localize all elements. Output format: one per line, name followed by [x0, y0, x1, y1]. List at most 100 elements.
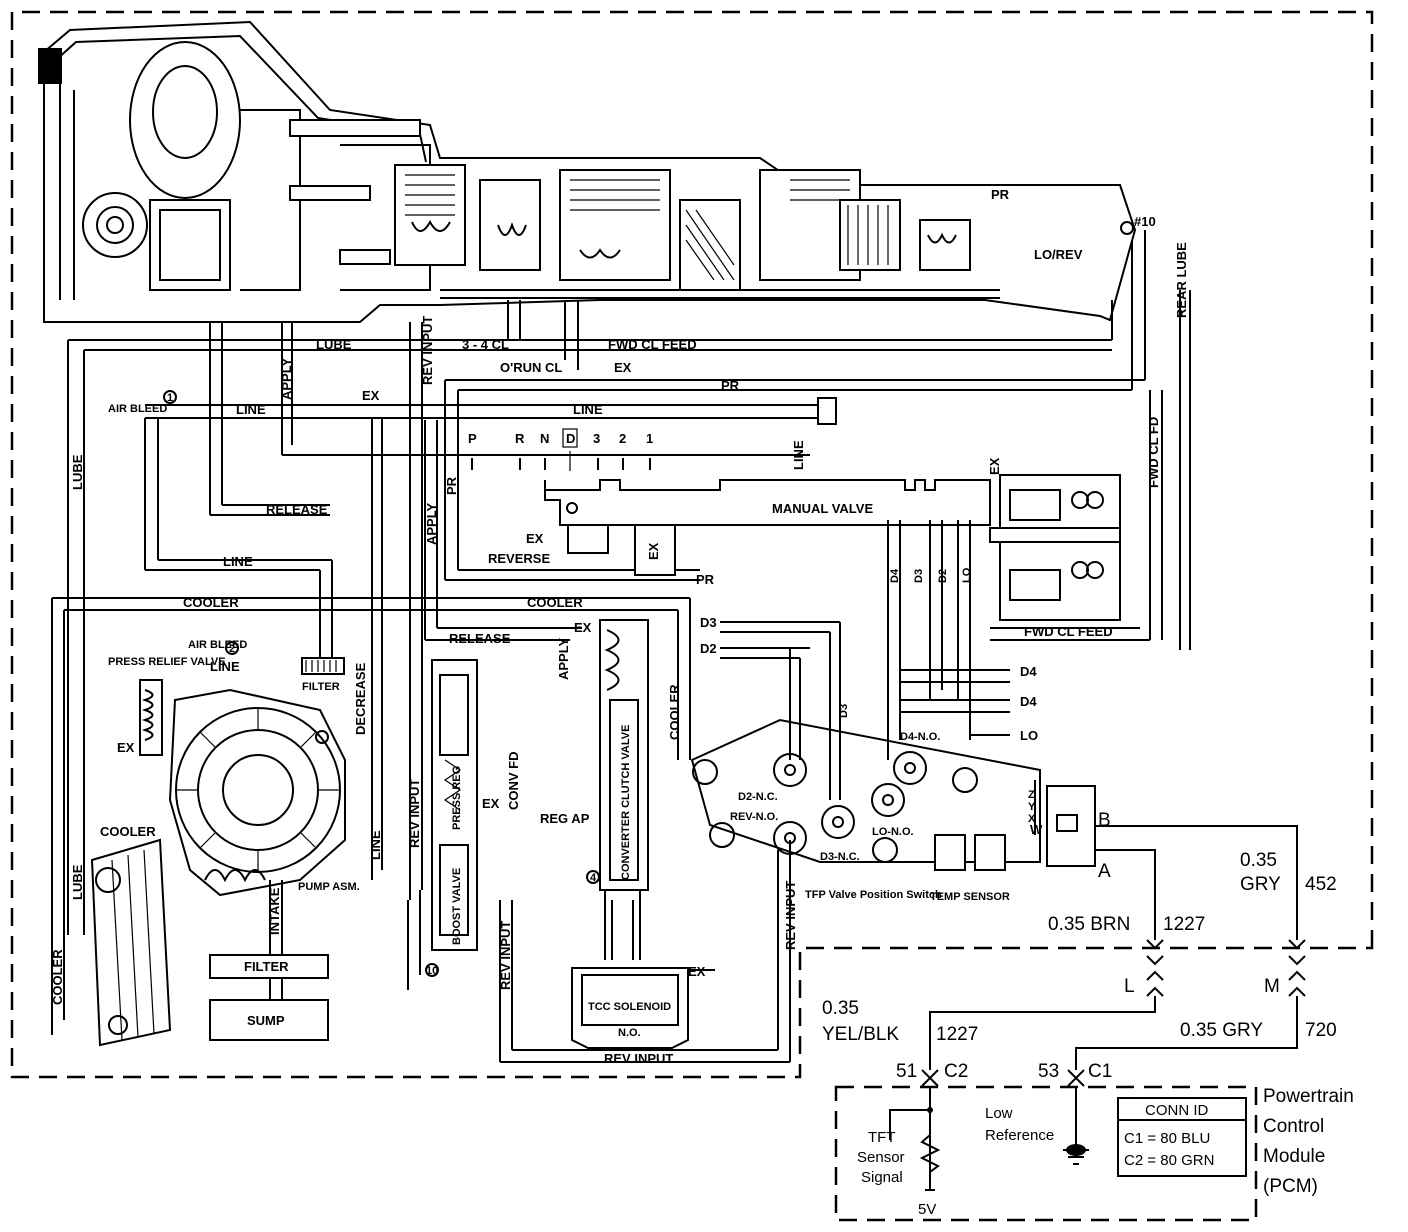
label-switch-y: Y [1028, 801, 1036, 813]
label-line-top: LINE [236, 402, 266, 417]
label-conv-fd: CONV FD [506, 752, 521, 811]
label-ex-pr: EX [362, 388, 380, 403]
label-lube-lower: LUBE [70, 864, 85, 900]
wire-452-gauge: 0.35 [1240, 850, 1277, 871]
connector-l: L [1124, 976, 1135, 997]
label-line-left-vert: LINE [368, 830, 383, 860]
label-d4-no: D4-N.O. [900, 731, 940, 743]
wire-452-color: GRY [1240, 874, 1281, 895]
label-check-10: #10 [1134, 214, 1156, 229]
label-lube-left: LUBE [70, 454, 85, 490]
label-fwd-cl-feed-bottom: FWD CL FEED [1024, 624, 1113, 639]
tft-line-1: TFT [868, 1129, 896, 1146]
label-apply-low: APPLY [556, 638, 571, 680]
label-rev-input-horiz: REV INPUT [604, 1051, 673, 1066]
wire-720-num: 720 [1305, 1020, 1337, 1041]
label-ex-reverse: EX [526, 531, 544, 546]
label-filter-small: FILTER [302, 681, 340, 693]
selected-gear-box [562, 428, 578, 448]
label-air-bleed-2: AIR BLEED [188, 639, 247, 651]
label-side-lo: LO [1020, 728, 1038, 743]
label-cooler-vert: COOLER [667, 684, 682, 740]
conn-id-c1: C1 = 80 BLU [1124, 1130, 1210, 1147]
manual-valve [544, 474, 1121, 621]
label-line-vert: LINE [791, 440, 806, 470]
label-switch-z: Z [1028, 789, 1035, 801]
label-pr-low: PR [696, 572, 715, 587]
label-ex-detent: EX [987, 457, 1002, 475]
tcc-solenoid [571, 890, 715, 1049]
label-sump: SUMP [247, 1013, 285, 1028]
pin-53: 53 [1038, 1061, 1059, 1082]
connector-c2: C2 [944, 1061, 968, 1082]
label-d3-nc: D3-N.C. [820, 851, 860, 863]
label-pr-top: PR [721, 378, 740, 393]
converter-clutch-valve [599, 619, 649, 891]
label-circuit-d4: D4 [889, 568, 901, 583]
label-lube-top: LUBE [316, 337, 352, 352]
check-ball-4: 4 [590, 872, 597, 884]
pcm-internals [889, 1086, 1247, 1191]
label-pr-vert: PR [444, 476, 459, 495]
label-release-lower: RELEASE [449, 631, 511, 646]
label-cooler-left: COOLER [50, 949, 65, 1005]
label-ex-manual: EX [574, 620, 592, 635]
label-rev-input-top: REV INPUT [420, 316, 435, 385]
label-circuit-d2: D2 [937, 569, 949, 583]
filter-element [301, 657, 345, 675]
pcm-title-2: Control [1263, 1116, 1324, 1137]
label-34-cl: 3 - 4 CL [462, 337, 509, 352]
press-reg-valve [431, 659, 478, 951]
label-fwd-cl-feed-top: FWD CL FEED [608, 337, 697, 352]
label-fwd-cl-fd: FWD CL FD [1146, 417, 1161, 488]
label-cooler-right: COOLER [527, 595, 583, 610]
wire-yel-gauge: 0.35 [822, 998, 859, 1019]
tft-line-3: Signal [861, 1169, 903, 1186]
gear-n: N [540, 431, 549, 446]
label-rev-input-right: REV INPUT [783, 881, 798, 950]
label-d3-vert: D3 [838, 704, 850, 718]
pump-assembly [168, 688, 346, 897]
label-rev-input-low: REV INPUT [407, 779, 422, 848]
label-orun-cl: O'RUN CL [500, 360, 562, 375]
pcm-title-3: Module [1263, 1146, 1325, 1167]
check-ball-10: 10 [426, 965, 438, 977]
switch-connector [1046, 785, 1096, 867]
gear-r: R [515, 431, 525, 446]
label-side-d3: D3 [700, 615, 717, 630]
label-reg-ap: REG AP [540, 811, 590, 826]
connector-c1: C1 [1088, 1061, 1112, 1082]
label-circuit-d3: D3 [913, 569, 925, 583]
label-ex-press: EX [482, 796, 500, 811]
pcm-boundary [834, 1085, 1258, 1222]
low-ref-2: Reference [985, 1127, 1054, 1144]
label-lo-no: LO-N.O. [872, 826, 914, 838]
label-filter: FILTER [244, 959, 289, 974]
label-press-relief: PRESS RELIEF VALVE [108, 656, 226, 668]
label-lo-rev: LO/REV [1034, 247, 1083, 262]
label-line-lower: LINE [223, 554, 253, 569]
wire-1227-num: 1227 [1163, 914, 1205, 935]
label-switch-x: X [1028, 813, 1036, 825]
label-tcc-no: N.O. [618, 1027, 641, 1039]
label-d2-nc: D2-N.C. [738, 791, 778, 803]
label-cooler-mid: COOLER [183, 595, 239, 610]
gear-3: 3 [593, 431, 600, 446]
wiring [921, 825, 1306, 1087]
label-line-mid: LINE [573, 402, 603, 417]
label-rev-input-bottom: REV INPUT [498, 921, 513, 990]
label-ex-pump: EX [117, 740, 135, 755]
label-tfp-switch: TFP Valve Position Switch [805, 889, 942, 901]
label-temp-sensor: TEMP SENSOR [930, 891, 1010, 903]
label-pr-upper: PR [991, 187, 1010, 202]
filter-box [209, 954, 329, 979]
wire-yel-color: YEL/BLK [822, 1024, 899, 1045]
transmission-case [38, 20, 1137, 323]
label-pump-asm: PUMP ASM. [298, 881, 360, 893]
check-ball-2: 2 [229, 643, 235, 655]
wire-yel-num: 1227 [936, 1024, 978, 1045]
gear-position-indicator: P R N D 3 2 1 [468, 428, 653, 471]
hydraulic-passages [51, 230, 1191, 1063]
low-ref-1: Low [985, 1105, 1013, 1122]
hydraulic-labels: LUBE LUBE LUBE COOLER APPLY LINE LINE LI… [50, 187, 1189, 1066]
